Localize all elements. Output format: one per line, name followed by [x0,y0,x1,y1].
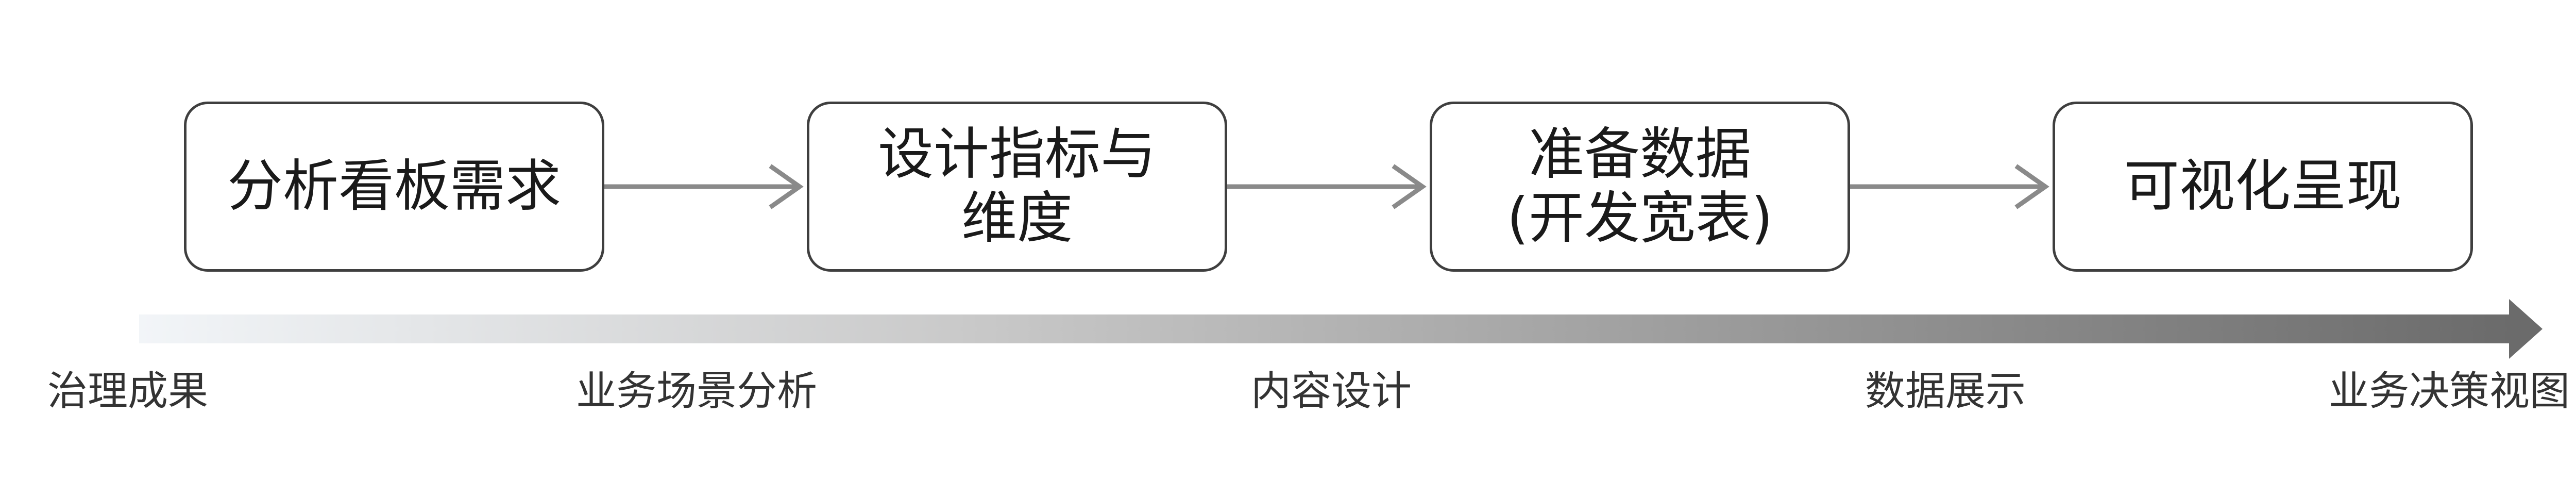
step-1-label: 分析看板需求 [227,154,561,219]
stage-label-business-scenario-analysis: 业务场景分析 [576,368,818,415]
step-3-label-line1: 准备数据 [1528,122,1751,187]
connector-3-to-4 [1850,164,2049,209]
step-2-label-line2: 维度 [961,186,1073,251]
progress-arrow [139,299,2543,359]
connector-2-to-3 [1227,164,1427,209]
connector-1-to-2 [604,164,804,209]
progress-arrow-head [2509,299,2543,359]
step-box-design-metrics-dimensions: 设计指标与 维度 [807,102,1227,272]
step-box-visualization: 可视化呈现 [2053,102,2473,272]
stage-label-content-design: 内容设计 [1251,368,1412,415]
stage-label-business-decision-view: 业务决策视图 [2329,368,2570,415]
stage-label-data-display: 数据展示 [1865,368,2026,415]
step-box-prepare-data: 准备数据 (开发宽表) [1430,102,1850,272]
step-4-label: 可视化呈现 [2123,154,2402,219]
step-2-label-line1: 设计指标与 [877,122,1156,187]
stage-label-governance-results: 治理成果 [47,368,209,415]
step-box-analyze-dashboard-requirements: 分析看板需求 [184,102,604,272]
step-3-label-line2: (开发宽表) [1506,186,1773,251]
progress-arrow-shaft [139,314,2512,343]
